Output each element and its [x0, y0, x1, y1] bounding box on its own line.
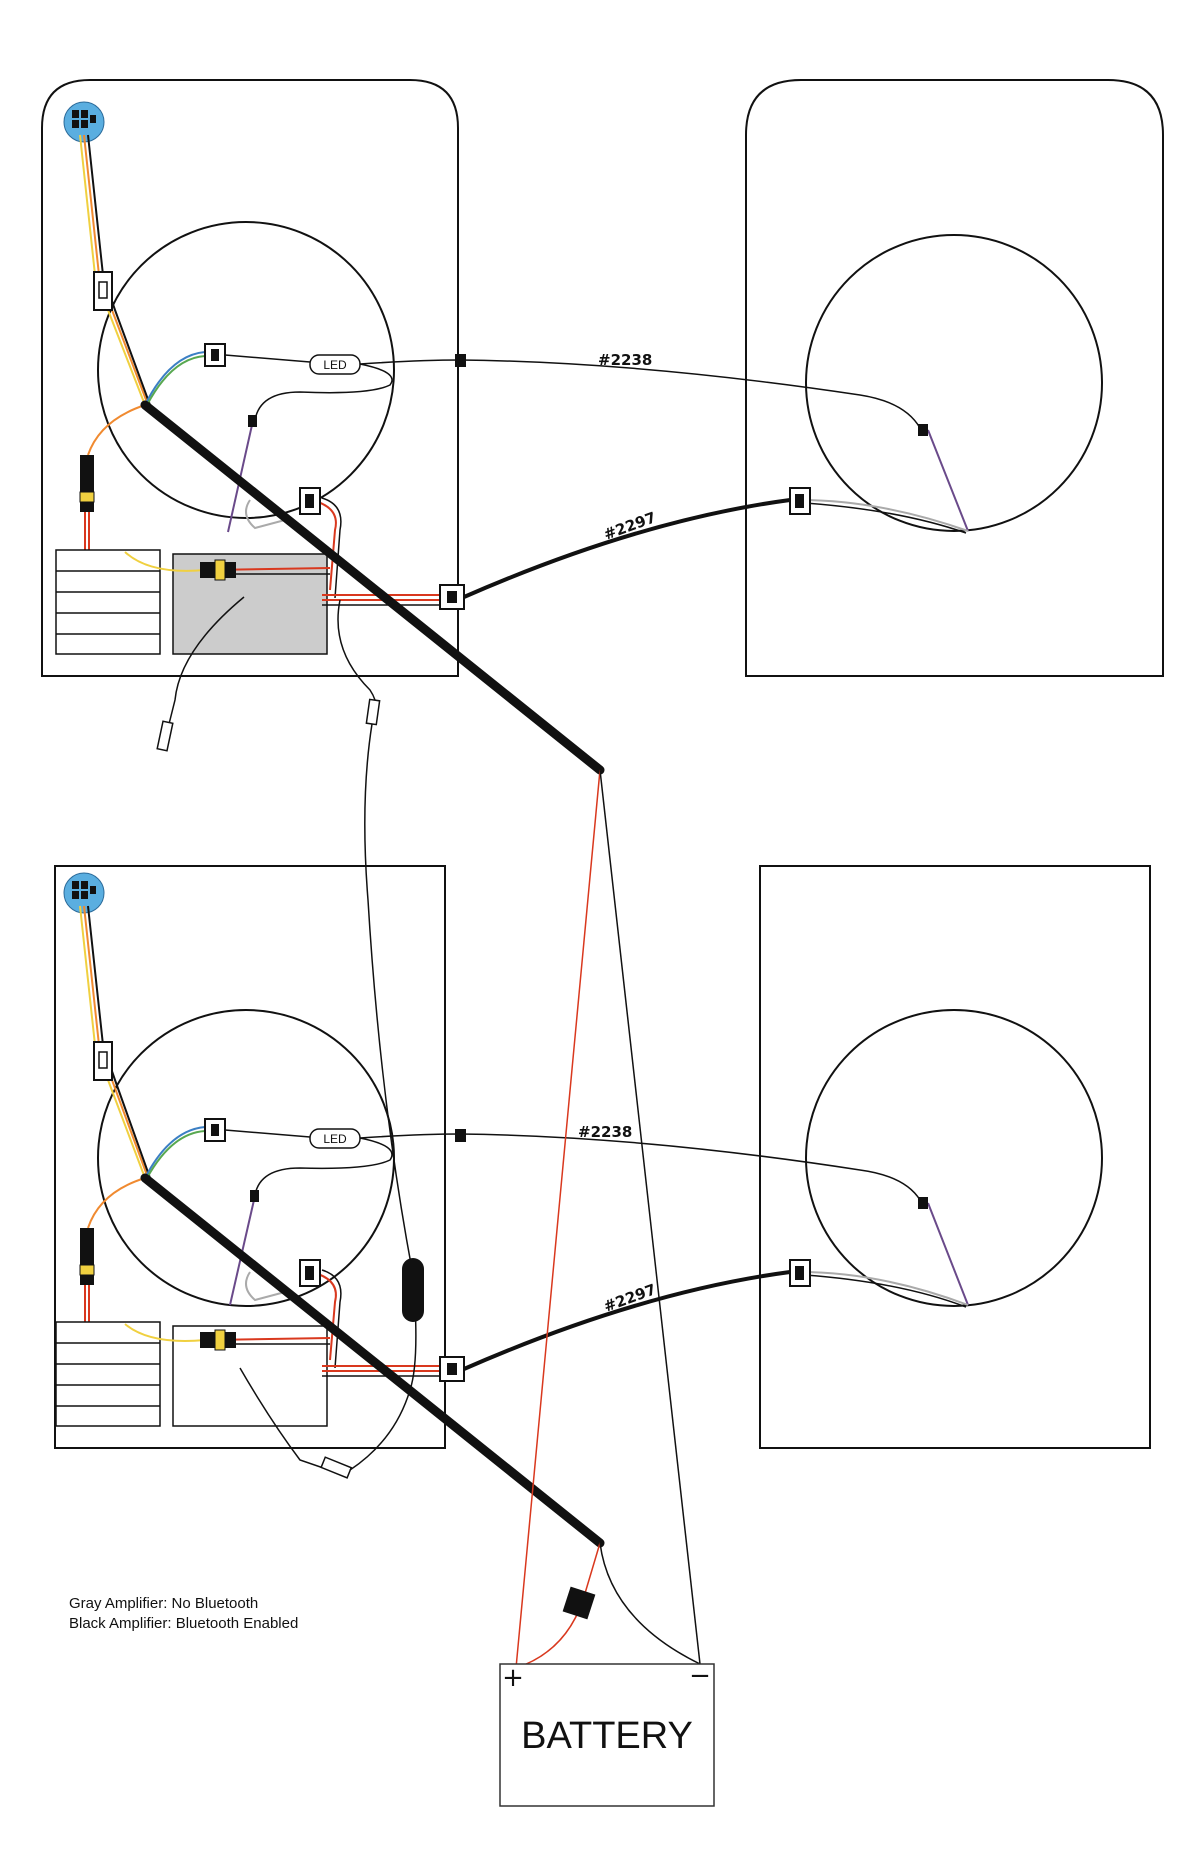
- bottom-left-speaker: [97, 1009, 395, 1307]
- main-fuse: [562, 1586, 596, 1620]
- battery-negative-terminal: −: [689, 1661, 711, 1691]
- bottom-right-enclosure: [759, 865, 1151, 1449]
- top-left-enclosure: LED: [41, 79, 465, 1276]
- top-left-inline-connector: [93, 271, 113, 311]
- bottom-left-enclosure-outline: [54, 865, 446, 1449]
- bottom-left-fuse-holder: [79, 1228, 95, 1322]
- bottom-left-black-amplifier: [124, 1323, 450, 1479]
- top-speaker-cable-line: [463, 498, 791, 599]
- battery-label: BATTERY: [521, 1715, 693, 1757]
- top-led-cable-label: #2238: [598, 351, 652, 369]
- battery-positive-terminal: +: [502, 1663, 524, 1693]
- bottom-left-led-connector: [204, 1118, 226, 1142]
- top-right-speaker: [805, 234, 1103, 532]
- bottom-left-inline-fuse: [349, 1258, 424, 1471]
- bottom-led-cable-line: [359, 1133, 921, 1201]
- battery-feed-wires: [515, 769, 701, 1669]
- bottom-negative-feed: [599, 1542, 701, 1665]
- bottom-speaker-cable-line: [463, 1270, 791, 1371]
- legend-gray-amplifier: Gray Amplifier: No Bluetooth: [69, 1595, 259, 1612]
- top-left-battery-pack: [55, 549, 161, 655]
- top-left-led-label: LED: [323, 358, 347, 372]
- top-left-power-wire: [87, 404, 146, 456]
- bottom-speaker-cable-label: #2297: [601, 1280, 658, 1315]
- bottom-left-switch-harness: [79, 905, 151, 1179]
- top-right-led-plug: [918, 424, 928, 436]
- legend: Gray Amplifier: No Bluetooth Black Ampli…: [69, 1594, 298, 1634]
- top-left-led-wiring: [144, 351, 393, 421]
- bottom-left-led: LED: [309, 1128, 361, 1149]
- bottom-right-led-plug: [918, 1197, 928, 1209]
- battery: + − BATTERY: [499, 1661, 715, 1807]
- bottom-led-cable-plug: [455, 1129, 466, 1142]
- top-left-switch-harness: [79, 134, 151, 406]
- top-main-ground-cable: [140, 400, 605, 775]
- top-left-led-connector: [204, 343, 226, 367]
- bottom-right-enclosure-outline: [759, 865, 1151, 1449]
- bottom-main-ground-cable: [140, 1173, 605, 1548]
- bottom-left-led-label: LED: [323, 1132, 347, 1146]
- bottom-right-speaker-connector: [789, 1259, 811, 1287]
- top-left-remote-lead: [337, 599, 414, 1276]
- legend-black-amplifier: Black Amplifier: Bluetooth Enabled: [69, 1615, 299, 1632]
- bottom-right-speaker: [805, 1009, 1103, 1307]
- top-left-gray-amplifier: [124, 551, 450, 752]
- bottom-left-output-connector: [439, 1356, 465, 1382]
- top-left-speaker: [97, 221, 395, 519]
- bottom-left-battery-pack: [55, 1321, 161, 1427]
- top-positive-feed: [515, 769, 601, 1669]
- top-right-speaker-connector: [789, 487, 811, 515]
- bottom-left-switch-icon: [63, 872, 105, 914]
- top-right-enclosure: [745, 79, 1164, 677]
- bottom-left-enclosure: LED: [54, 865, 465, 1479]
- top-left-led: LED: [309, 354, 361, 375]
- top-left-enclosure-outline: [41, 79, 459, 677]
- battery-body: [499, 1663, 715, 1807]
- top-led-cable-line: [359, 359, 921, 429]
- top-led-cable-plug: [455, 354, 466, 367]
- bottom-left-led-wiring: [144, 1126, 393, 1196]
- top-left-fuse-holder: [79, 455, 95, 550]
- top-left-amp-connector: [245, 487, 342, 599]
- bottom-left-amp-connector: [245, 1259, 342, 1369]
- top-negative-feed: [599, 769, 701, 1665]
- bottom-left-power-wire: [87, 1177, 146, 1229]
- top-speaker-cable-label: #2297: [601, 508, 658, 543]
- top-left-output-connector: [439, 584, 465, 610]
- bottom-led-cable-label: #2238: [578, 1123, 632, 1141]
- bottom-left-inline-connector: [93, 1041, 113, 1081]
- top-right-enclosure-outline: [745, 79, 1164, 677]
